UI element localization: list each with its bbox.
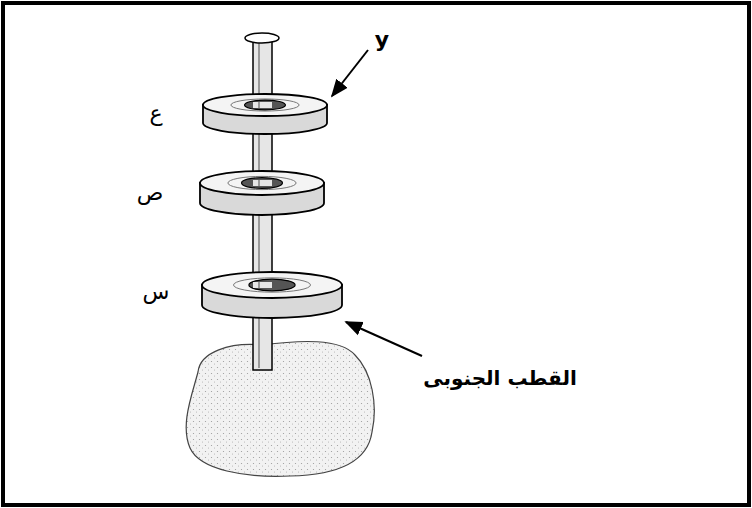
- rod-cap: [245, 33, 279, 43]
- pointer-letter: y: [375, 28, 389, 52]
- leader-arrow: [346, 322, 422, 356]
- base-stand: [186, 341, 374, 476]
- frame: [3, 3, 749, 505]
- ring-magnet: [202, 272, 342, 318]
- magnet-letter: ع: [149, 102, 162, 126]
- pole-label: القطب الجنوبى: [423, 367, 577, 389]
- magnet-letter: س: [143, 280, 170, 304]
- leader-arrow: [332, 50, 368, 96]
- ring-magnet: [203, 94, 327, 134]
- ring-magnet: [200, 171, 324, 215]
- magnet-letter: ص: [137, 181, 164, 205]
